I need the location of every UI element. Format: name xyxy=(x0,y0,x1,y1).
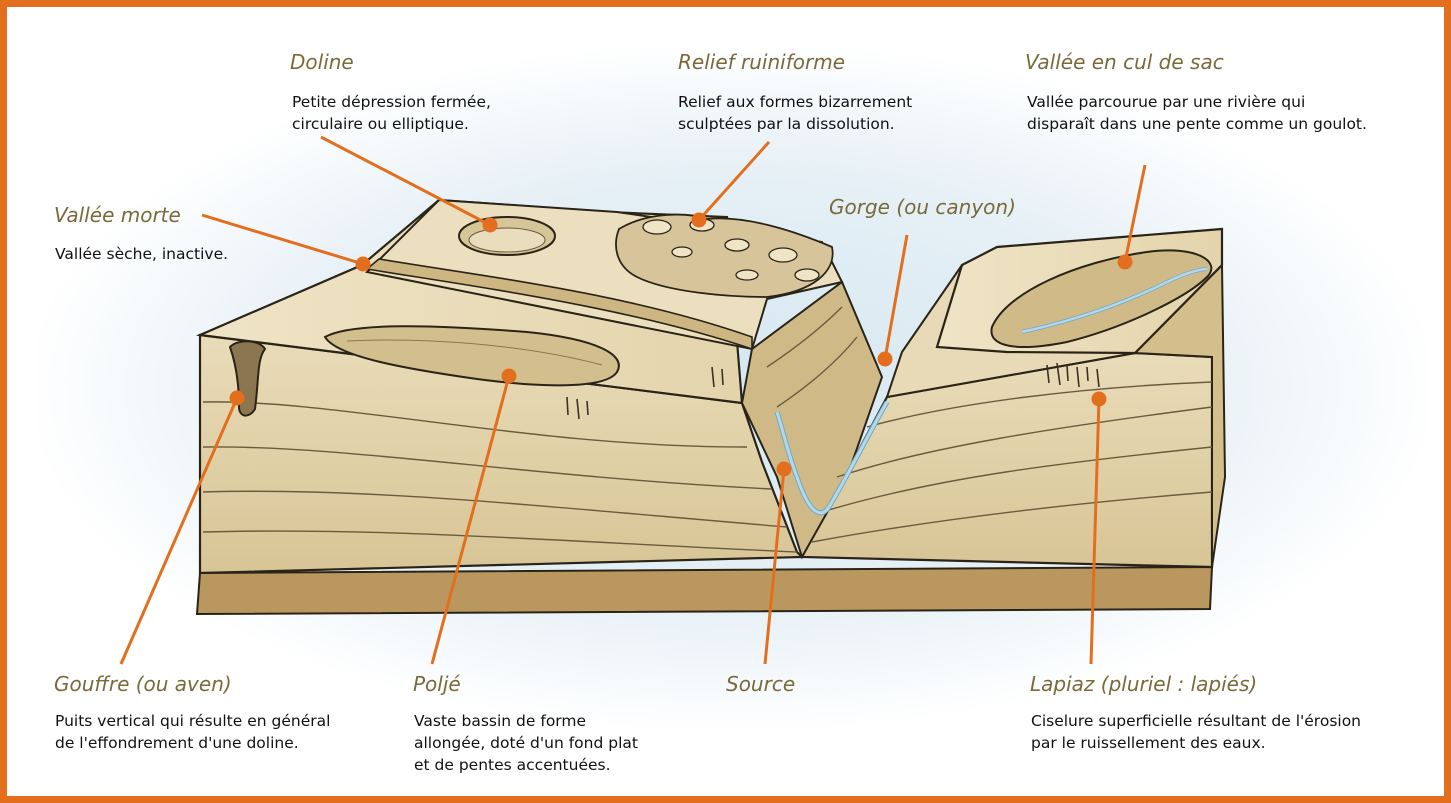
leader-gorge xyxy=(885,235,907,359)
label-doline-description: Petite dépression fermée, circulaire ou … xyxy=(292,91,491,135)
leader-relief-ruiniforme xyxy=(699,142,769,220)
label-gouffre-title: Gouffre (ou aven) xyxy=(54,672,232,696)
label-polje-description: Vaste bassin de forme allongée, doté d'u… xyxy=(414,710,638,776)
label-polje-title: Poljé xyxy=(413,672,461,696)
label-source-title: Source xyxy=(726,672,795,696)
label-lapiaz-title: Lapiaz (pluriel : lapiés) xyxy=(1030,672,1257,696)
label-vallee-cul-de-sac-description: Vallée parcourue par une rivière qui dis… xyxy=(1027,91,1367,135)
label-gouffre-description: Puits vertical qui résulte en général de… xyxy=(55,710,330,754)
base-layer xyxy=(197,567,1212,614)
label-doline-title: Doline xyxy=(290,50,354,74)
label-gorge-title: Gorge (ou canyon) xyxy=(829,195,1016,219)
label-vallee-morte-description: Vallée sèche, inactive. xyxy=(55,243,228,265)
label-relief-ruiniforme-description: Relief aux formes bizarrement sculptées … xyxy=(678,91,912,135)
label-vallee-cul-de-sac-title: Vallée en cul de sac xyxy=(1025,50,1224,74)
label-relief-ruiniforme-title: Relief ruiniforme xyxy=(678,50,845,74)
leader-doline xyxy=(321,137,490,225)
label-lapiaz-description: Ciselure superficielle résultant de l'ér… xyxy=(1031,710,1361,754)
label-vallee-morte-title: Vallée morte xyxy=(54,203,181,227)
